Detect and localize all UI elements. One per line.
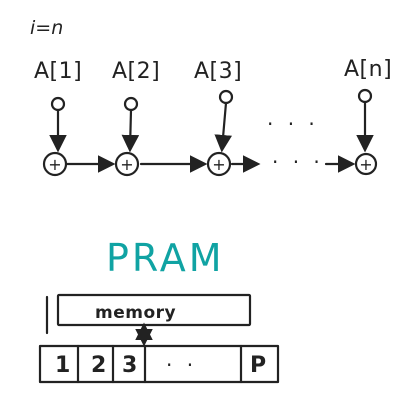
memory-label: memory	[95, 303, 176, 323]
adder-node-2	[114, 151, 140, 177]
input-label-a1: A[1]	[34, 59, 82, 84]
adder-symbol-n: +	[359, 155, 372, 174]
input-arrow-a3	[214, 101, 232, 153]
processor-cell-2: 2	[91, 353, 106, 378]
input-node-a2	[123, 96, 139, 112]
ellipsis-top: · · ·	[267, 112, 319, 136]
pram-title: PRAM	[106, 236, 225, 280]
input-node-a1	[50, 96, 66, 112]
processor-cell-1: 1	[55, 353, 70, 378]
adder-symbol-1: +	[48, 155, 61, 174]
input-label-a3: A[3]	[194, 59, 242, 84]
ellipsis-middle: · · ·	[272, 150, 324, 174]
input-node-a3	[218, 89, 234, 105]
adder-node-3	[206, 151, 232, 177]
processor-ellipsis: · ·	[166, 353, 197, 377]
processor-row	[38, 344, 280, 384]
adder-node-n	[354, 152, 378, 176]
adder-symbol-2: +	[120, 155, 133, 174]
processor-cell-3: 3	[122, 353, 137, 378]
adder-symbol-3: +	[212, 155, 225, 174]
input-arrow-a2	[121, 108, 140, 153]
equation-label: i=n	[30, 17, 63, 39]
input-label-an: A[n]	[344, 57, 392, 82]
input-node-an	[357, 88, 373, 104]
processor-cell-p: P	[250, 353, 266, 378]
memory-box	[56, 293, 252, 327]
input-label-a2: A[2]	[112, 59, 160, 84]
